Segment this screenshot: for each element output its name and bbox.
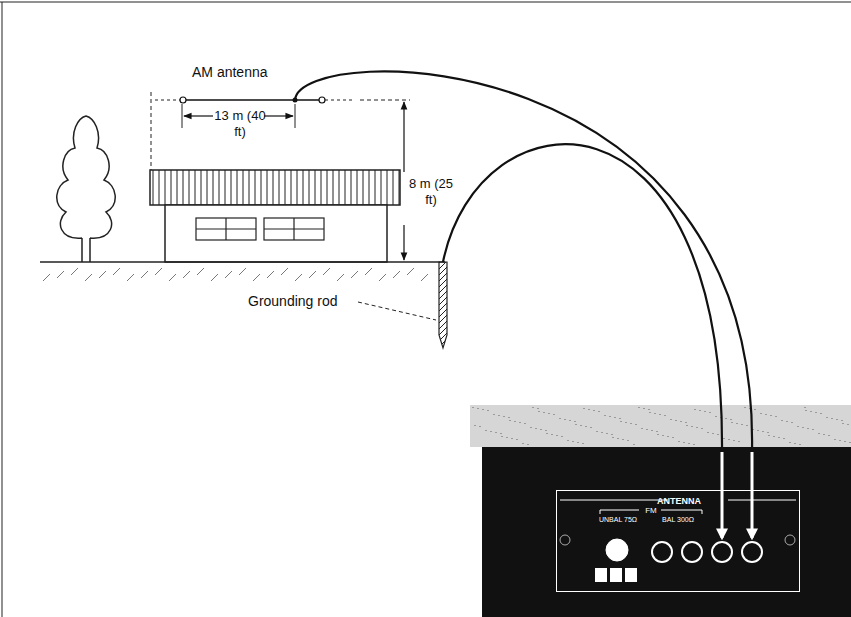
rear-panel: [482, 447, 851, 617]
cabinet-texture: [472, 407, 851, 445]
panel-label: BAL 300Ω: [662, 516, 694, 523]
ground-hatching: [43, 268, 428, 281]
frame-line: [2, 2, 3, 617]
house-wall: [165, 205, 387, 262]
wire-arrow: [751, 452, 754, 538]
extension-line: [360, 100, 410, 101]
dimension-label: 8 m (25 ft): [408, 176, 454, 207]
panel-screw: [785, 535, 795, 545]
tree: [57, 116, 115, 262]
grounding-rod: [439, 262, 447, 348]
dimension-arrow: [403, 225, 404, 260]
panel-screw: [560, 535, 570, 545]
dimension-label: 13 m (40 ft): [214, 108, 266, 139]
cabinet-top: [470, 405, 851, 447]
panel-label: FM: [645, 507, 657, 515]
leader-line: [358, 302, 436, 320]
dimension-arrow: [184, 115, 213, 116]
panel-tab: [595, 568, 637, 582]
panel-title: ANTENNA: [657, 497, 701, 506]
ground-line: [40, 261, 445, 263]
antenna-lead-wire: [295, 71, 752, 452]
support-line: [155, 100, 180, 101]
extension-line: [182, 104, 183, 128]
part-label: Grounding rod: [248, 293, 358, 310]
dimension-arrow: [403, 102, 404, 172]
frame-line: [0, 2, 851, 3]
extension-line: [151, 92, 152, 170]
house-window: [196, 218, 324, 240]
insulator: [319, 97, 325, 103]
panel-label: UNBAL 75Ω: [599, 516, 637, 523]
dimension-arrow: [264, 115, 293, 116]
extension-line: [295, 104, 296, 128]
screw-terminal: [652, 542, 762, 562]
ground-lead-wire: [443, 144, 722, 452]
antenna-panel: ANTENNAFM UNBAL 75Ω BAL 300Ω: [556, 490, 800, 592]
coax-socket: [606, 539, 628, 561]
wire-arrow: [721, 452, 724, 538]
antenna-wire: [186, 99, 320, 101]
insulator: [180, 97, 186, 103]
house-roof: [150, 170, 400, 205]
support-line: [325, 100, 355, 101]
part-label: AM antenna: [192, 64, 302, 81]
